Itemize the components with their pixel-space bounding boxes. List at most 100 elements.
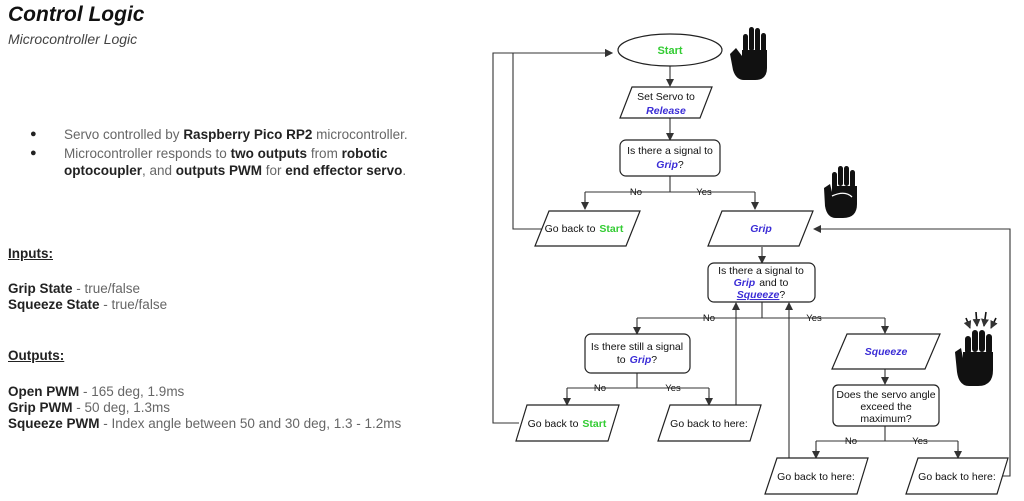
bullet-dot: ● [30,147,37,159]
q1-grip: Grip [656,159,678,171]
bullet-fragment: for [262,163,286,178]
goback-start-io-1 [534,210,641,247]
outputs-item-name: Grip PWM [8,400,73,415]
bullet-item: ● Microcontroller responds to two outputs… [30,145,470,179]
inputs-item-name: Grip State [8,281,73,296]
outputs-item-desc: - 165 deg, 1.9ms [79,384,185,399]
q2-yes: Yes [806,313,822,324]
q3-qmark: ? [651,354,657,366]
squeeze-label: Squeeze [865,346,908,358]
inputs-item-desc: - true/false [99,297,168,312]
flow-labels: Start Set Servo to Release Is there a si… [528,45,996,483]
squeezing-fist-icon [955,311,998,386]
q4-yes: Yes [912,436,928,447]
goback-start-text-1: Go back to [545,223,596,235]
inputs-item: Grip State - true/false [8,281,167,297]
inputs-item-name: Squeeze State [8,297,100,312]
outputs-item-name: Open PWM [8,384,80,399]
goback-start-io-2 [515,404,620,442]
bullet-text: Servo controlled by Raspberry Pico RP2 m… [64,126,470,143]
q4-line1: Does the servo angle [836,389,935,401]
outputs-item-desc: - 50 deg, 1.3ms [72,400,171,415]
shapes [515,33,1009,495]
goback-start-word-2: Start [582,418,606,430]
set-servo-label: Set Servo to [637,91,695,103]
outputs-item-desc: - Index angle between 50 and 30 deg, 1.3… [99,416,402,431]
bullet-fragment: microcontroller. [312,127,408,142]
goback-start-text-2: Go back to [528,418,579,430]
outputs-item: Squeeze PWM - Index angle between 50 and… [8,416,401,432]
outputs-item: Grip PWM - 50 deg, 1.3ms [8,400,401,416]
q2-qmark: ? [779,289,785,301]
slide-subtitle: Microcontroller Logic [8,31,138,47]
bullet-dot: ● [30,128,37,140]
q3-grip: Grip [630,354,652,366]
decision-grip-squeeze [707,262,816,303]
outputs-item-name: Squeeze PWM [8,416,100,431]
q2-no: No [703,313,715,324]
slide-title: Control Logic [8,3,145,26]
bullet-fragment: Microcontroller responds to [64,146,231,161]
inputs-item-desc: - true/false [72,281,141,296]
set-servo-io [619,86,713,119]
bullet-item: ● Servo controlled by Raspberry Pico RP2 … [30,126,470,143]
bullet-emphasis: Raspberry Pico RP2 [183,127,313,142]
open-hand-icon [730,27,767,80]
bullet-text: Microcontroller responds to two outputs … [64,145,470,179]
start-terminal [617,33,723,67]
grip-label: Grip [750,223,772,235]
q1-no: No [630,187,642,198]
svg-text:Squeeze?: Squeeze? [737,289,786,301]
q1-yes: Yes [696,187,712,198]
q4-no: No [845,436,857,447]
q3-to: to [617,354,626,366]
q1-qmark: ? [678,159,684,171]
decision-servo-angle [832,384,940,427]
bullet-emphasis: robotic optocoupler [64,146,388,178]
bullet-fragment: , and [142,163,176,178]
q4-line2: exceed the [860,401,912,413]
bullet-fragment: Servo controlled by [64,127,184,142]
q1-line2: Grip? [656,159,684,171]
decision-still-grip [584,333,691,374]
goback-here-2: Go back to here: [777,471,855,483]
bullet-emphasis: two outputs [230,146,308,161]
q3-no: No [594,383,606,394]
goback-here-io-2 [764,457,869,495]
bullet-emphasis: end effector servo [285,163,403,178]
squeeze-io [831,333,941,370]
closed-fist-icon [824,166,857,218]
q2-and: and to [759,277,788,289]
bullet-list: ● Servo controlled by Raspberry Pico RP2 … [30,126,470,181]
q3-yes: Yes [665,383,681,394]
goback-here-3: Go back to here: [918,471,996,483]
bullet-fragment: from [307,146,342,161]
q2-squeeze: Squeeze [737,289,780,301]
q2-line1: Is there a signal to [718,265,804,277]
q2-grip: Grip [734,277,756,289]
decision-grip [619,139,721,177]
bullet-emphasis: outputs PWM [175,163,263,178]
goback-start-word-1: Start [599,223,623,235]
start-label: Start [657,45,682,57]
grip-io [707,210,814,247]
inputs-item: Squeeze State - true/false [8,297,167,313]
connectors [492,49,1011,477]
q3-line1: Is there still a signal [591,341,683,353]
release-label: Release [646,105,686,117]
outputs-heading: Outputs: [8,348,65,363]
inputs-heading: Inputs: [8,246,53,261]
goback-here-1: Go back to here: [670,418,748,430]
outputs-item: Open PWM - 165 deg, 1.9ms [8,384,401,400]
goback-here-io-3 [905,457,1009,495]
q4-line3: maximum? [860,413,912,425]
q1-line1: Is there a signal to [627,145,713,157]
bullet-fragment: . [402,163,407,178]
